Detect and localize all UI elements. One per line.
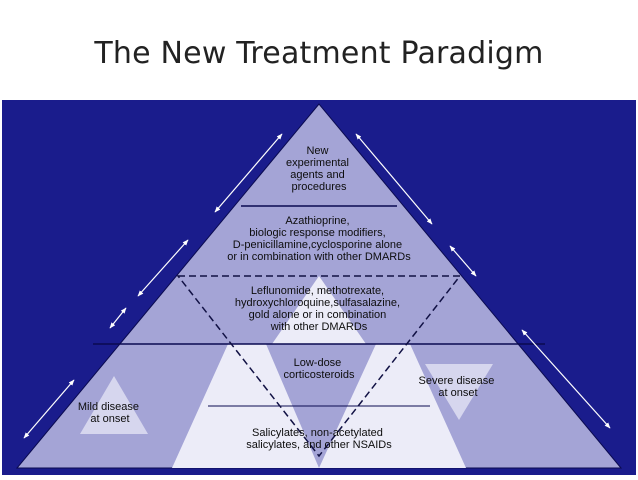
right-arrow-top <box>355 133 433 225</box>
level-3-text: Leflunomide, methotrexate, hydroxychloro… <box>235 285 403 333</box>
level-2-line-2: biologic response modifiers, <box>249 227 385 239</box>
level-5-line-2: salicylates, and other NSAIDs <box>246 439 392 451</box>
treatment-pyramid-diagram: New experimental agents and procedures A… <box>2 100 636 475</box>
level-2-line-1: Azathioprine, <box>285 215 349 227</box>
level-1-line-3: agents and <box>290 169 344 181</box>
level-1-line-1: New <box>306 145 328 157</box>
right-arrow-middle <box>449 245 477 277</box>
left-arrow-short <box>109 307 127 329</box>
slide-title: The New Treatment Paradigm <box>94 36 544 71</box>
apex-light-triangle <box>272 276 366 344</box>
level-4-line-2: corticosteroids <box>284 369 355 381</box>
left-arrow-bottom <box>23 379 75 439</box>
level-3-line-1: Leflunomide, methotrexate, <box>251 285 384 297</box>
mild-disease-line-1: Mild disease <box>78 401 139 413</box>
level-1-line-2: experimental <box>286 157 349 169</box>
level-3-line-4: with other DMARDs <box>270 321 368 333</box>
pyramid-panel: New experimental agents and procedures A… <box>2 100 636 475</box>
level-4-line-1: Low-dose <box>294 357 342 369</box>
level-5-text: Salicylates, non-acetylated salicylates,… <box>246 427 392 451</box>
severe-disease-label: Severe disease at onset <box>419 375 498 399</box>
level-3-line-3: gold alone or in combination <box>249 309 387 321</box>
level-2-line-3: D-penicillamine,cyclosporine alone <box>233 239 402 251</box>
left-arrow-top <box>214 133 283 213</box>
level-1-line-4: procedures <box>291 181 347 193</box>
dashed-inverted-triangle <box>176 275 462 458</box>
level-2-text: Azathioprine, biologic response modifier… <box>227 215 411 263</box>
severe-disease-line-2: at onset <box>438 387 477 399</box>
level-3-line-2: hydroxychloroquine,sulfasalazine, <box>235 297 400 309</box>
mild-disease-triangle <box>80 376 148 434</box>
mild-disease-line-2: at onset <box>90 413 129 425</box>
level-2-line-4: or in combination with other DMARDs <box>227 251 411 263</box>
left-arrow-middle <box>137 239 189 297</box>
right-arrow-bottom <box>521 329 611 429</box>
level-1-text: New experimental agents and procedures <box>286 145 352 193</box>
level-5-line-1: Salicylates, non-acetylated <box>252 427 383 439</box>
mild-disease-label: Mild disease at onset <box>78 401 142 425</box>
severe-disease-triangle <box>425 364 493 420</box>
level-4-text: Low-dose corticosteroids <box>284 357 355 381</box>
severe-disease-line-1: Severe disease <box>419 375 495 387</box>
